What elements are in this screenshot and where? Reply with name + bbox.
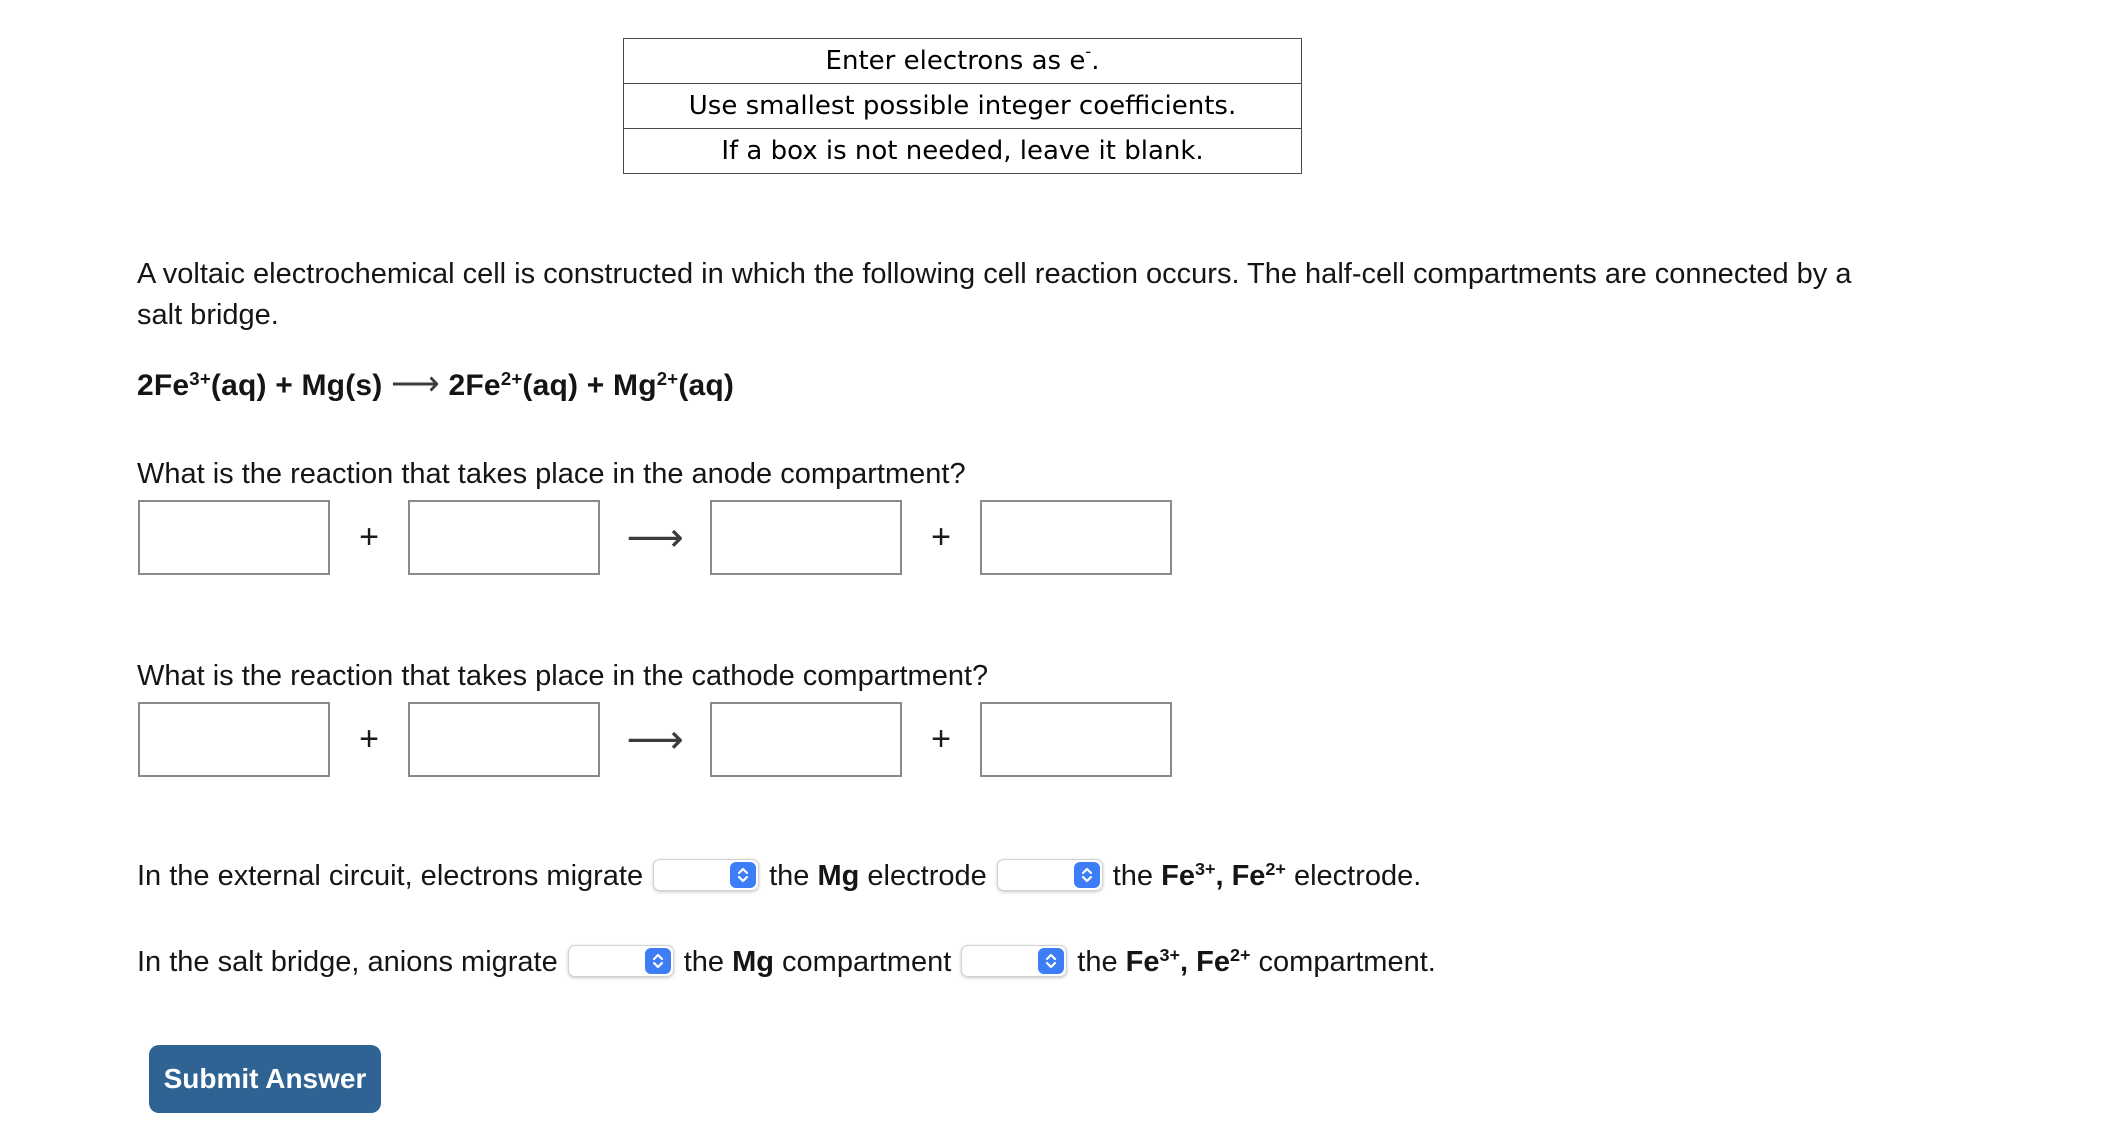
cathode-reaction-row: + ⟶ + [138,702,1172,777]
cathode-reactant-1-input[interactable] [138,702,330,777]
anode-product-1-input[interactable] [710,500,902,575]
sentence-mid: the Mg compartment [683,946,952,978]
sentence-prefix: In the salt bridge, anions migrate [137,946,558,978]
anions-migrate-target-select[interactable] [961,945,1068,978]
reaction-arrow-icon: ⟶ [626,514,684,561]
plus-operator: + [931,518,951,556]
instruction-row: Enter electrons as e-. [825,42,1100,76]
up-down-chevron-icon [1073,862,1100,889]
salt-bridge-sentence: In the salt bridge, anions migrate the Mg… [137,941,1436,983]
reaction-arrow-icon: ⟶ [626,716,684,763]
cell-reaction-equation: 2Fe3+(aq) + Mg(s) ⟶ 2Fe2+(aq) + Mg2+(aq) [137,365,735,403]
up-down-chevron-icon [644,948,671,975]
anode-product-2-input[interactable] [980,500,1172,575]
instruction-row: Use smallest possible integer coefficien… [624,83,1301,128]
cathode-reactant-2-input[interactable] [408,702,600,777]
anode-question: What is the reaction that takes place in… [137,458,966,490]
external-circuit-sentence: In the external circuit, electrons migra… [137,855,1421,897]
anode-reaction-row: + ⟶ + [138,500,1172,575]
plus-operator: + [359,518,379,556]
cathode-product-1-input[interactable] [710,702,902,777]
electrons-migrate-direction-select[interactable] [653,859,760,892]
up-down-chevron-icon [1038,948,1065,975]
instruction-row: If a box is not needed, leave it blank. [624,128,1301,173]
instruction-table: Enter electrons as e-. Use smallest poss… [623,38,1302,174]
cathode-product-2-input[interactable] [980,702,1172,777]
sentence-tail: the Fe3+, Fe2+ compartment. [1077,945,1436,978]
plus-operator: + [359,720,379,758]
submit-answer-button[interactable]: Submit Answer [149,1045,381,1113]
anode-reactant-1-input[interactable] [138,500,330,575]
electrons-migrate-target-select[interactable] [996,859,1103,892]
sentence-tail: the Fe3+, Fe2+ electrode. [1112,859,1422,892]
up-down-chevron-icon [730,862,757,889]
cathode-question: What is the reaction that takes place in… [137,660,989,692]
problem-statement: A voltaic electrochemical cell is constr… [137,258,1852,331]
sentence-mid: the Mg electrode [769,860,987,892]
anode-reactant-2-input[interactable] [408,500,600,575]
anions-migrate-direction-select[interactable] [567,945,674,978]
plus-operator: + [931,720,951,758]
sentence-prefix: In the external circuit, electrons migra… [137,860,644,892]
